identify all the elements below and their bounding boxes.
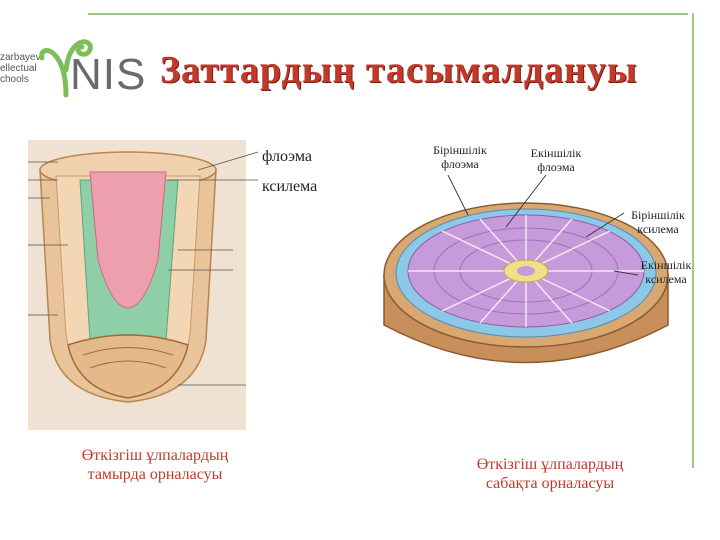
root-phloem-label: флоэма: [262, 148, 312, 166]
nis-logo-word: NIS: [70, 50, 146, 100]
primary-xylem-label-line-2: ксилема: [618, 222, 698, 236]
primary-phloem-label-line-1: Біріншілік: [420, 143, 500, 157]
primary-xylem-label-line-1: Біріншілік: [618, 208, 698, 222]
root-xylem-label: ксилема: [262, 178, 317, 196]
root-caption-line-2: тамырда орналасуы: [50, 465, 260, 484]
secondary-xylem-label-line-1: Екіншілік: [630, 258, 702, 272]
secondary-xylem-label: Екіншілік ксилема: [630, 258, 702, 286]
root-cross-section-illustration: [28, 140, 258, 430]
root-caption-line-1: Өткізгіш ұлпалардың: [50, 446, 260, 465]
secondary-phloem-label: Екіншілік флоэма: [516, 146, 596, 174]
secondary-phloem-label-line-2: флоэма: [516, 160, 596, 174]
frame-top-line: [88, 13, 688, 15]
page-title: Заттардың тасымалдануы: [160, 48, 638, 92]
primary-xylem-label: Біріншілік ксилема: [618, 208, 698, 236]
stem-caption-line-2: сабақта орналасуы: [440, 474, 660, 493]
primary-phloem-label: Біріншілік флоэма: [420, 143, 500, 171]
secondary-phloem-label-line-1: Екіншілік: [516, 146, 596, 160]
secondary-xylem-label-line-2: ксилема: [630, 272, 702, 286]
primary-phloem-label-line-2: флоэма: [420, 157, 500, 171]
stem-caption-line-1: Өткізгіш ұлпалардың: [440, 455, 660, 474]
frame-right-line: [692, 13, 694, 468]
root-caption: Өткізгіш ұлпалардың тамырда орналасуы: [50, 446, 260, 484]
stem-caption: Өткізгіш ұлпалардың сабақта орналасуы: [440, 455, 660, 493]
